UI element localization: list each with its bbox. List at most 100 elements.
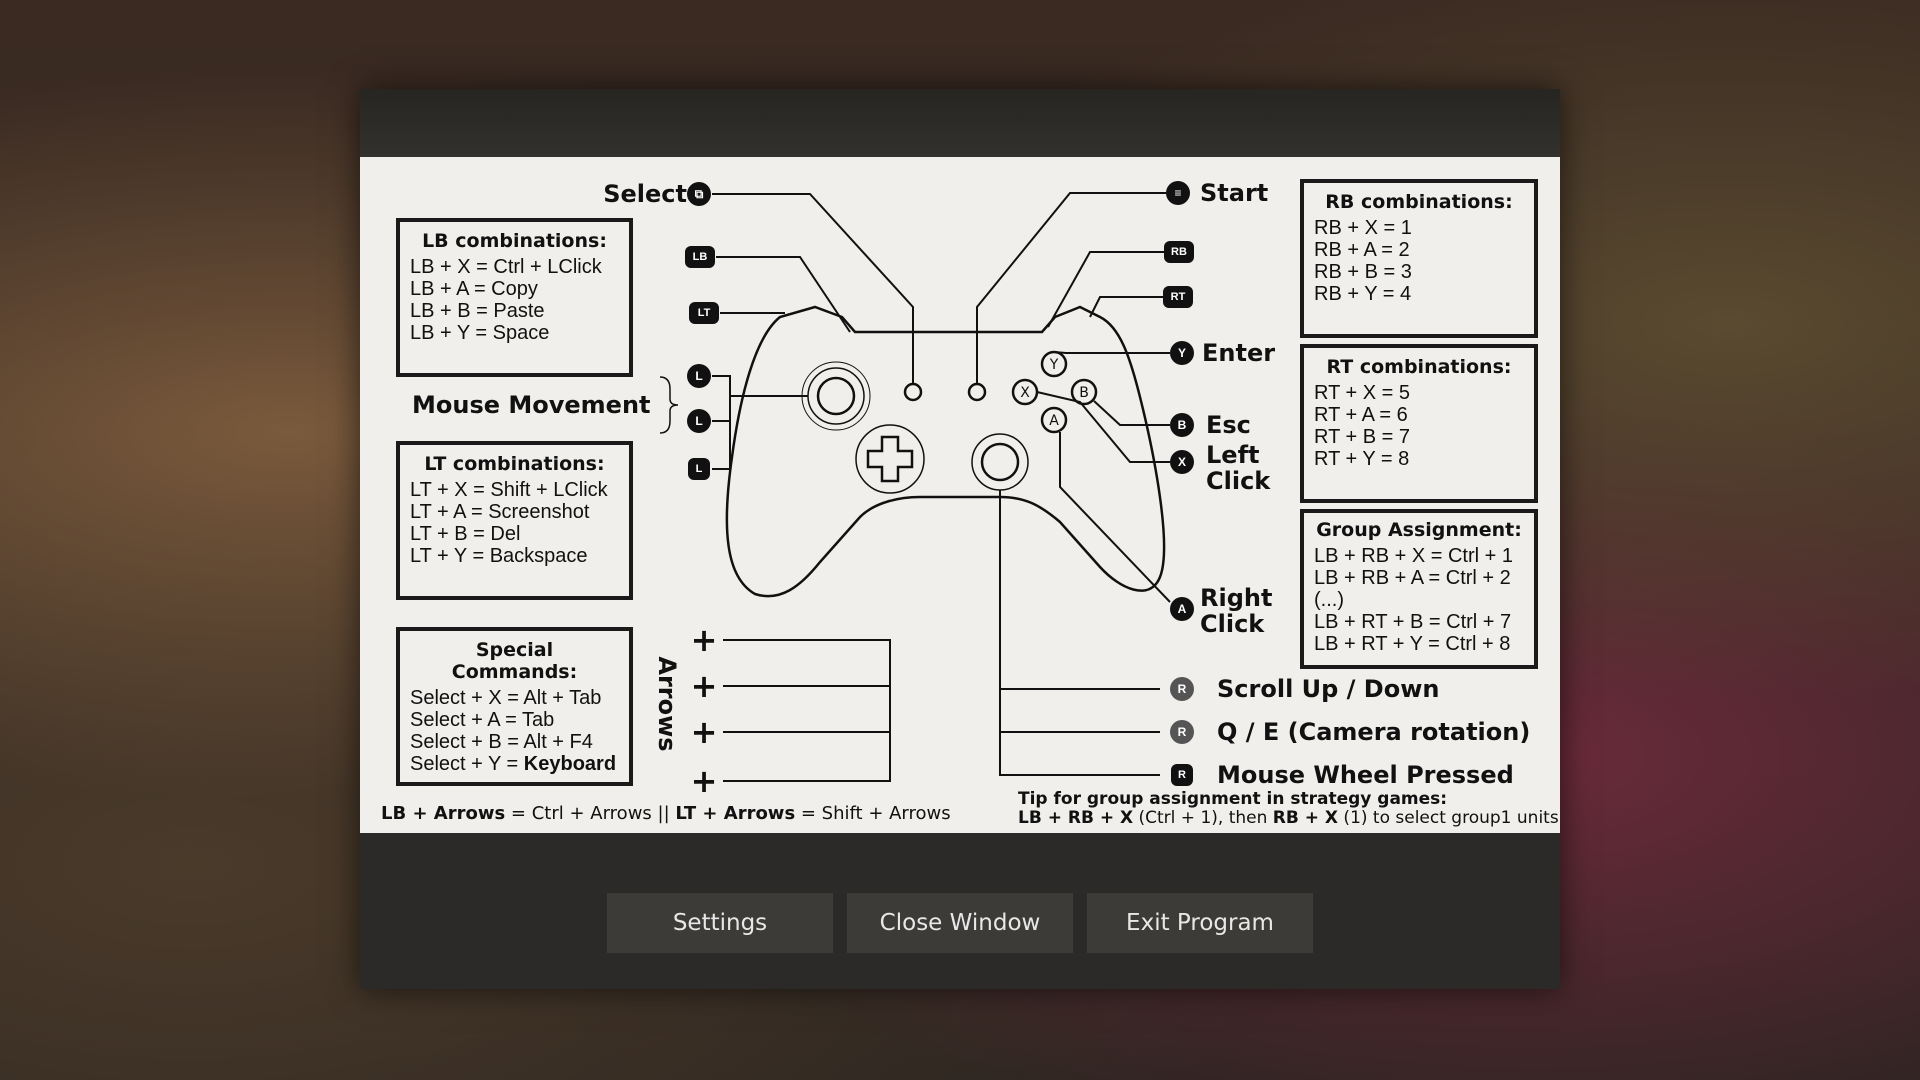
rb-line: RB + X = 1: [1314, 217, 1412, 239]
lb-line: LB + B = Paste: [410, 300, 545, 322]
lt-line: LT + A = Screenshot: [410, 501, 590, 523]
arrows-label: Arrows: [653, 656, 681, 752]
enter-label: Enter: [1202, 339, 1276, 367]
tip-title: Tip for group assignment in strategy gam…: [1018, 789, 1448, 809]
svg-text:+: +: [691, 762, 718, 800]
lb-line: LB + X = Ctrl + LClick: [410, 256, 602, 278]
b-button-icon: B: [1170, 413, 1194, 437]
lt-title: LT combinations:: [424, 453, 605, 475]
select-button: [903, 382, 923, 402]
rt-title: RT combinations:: [1326, 356, 1512, 378]
tip-a: LB + RB + X: [1018, 808, 1134, 828]
right-click-line: Right: [1200, 584, 1273, 612]
rb-line: RB + B = 3: [1314, 261, 1412, 283]
special-title: Special Commands:: [451, 639, 578, 683]
tip-d: (1) to select group1 units.: [1338, 808, 1560, 828]
group-tip: Tip for group assignment in strategy gam…: [1018, 790, 1560, 828]
lb-line: LB + Y = Space: [410, 322, 550, 344]
lt-icon: LT: [689, 302, 719, 324]
controller-diagram: Y X B A + + + +: [659, 192, 1171, 800]
rb-title: RB combinations:: [1325, 191, 1513, 213]
rb-combinations-box: RB combinations: RB + X = 1 RB + A = 2 R…: [1300, 179, 1538, 338]
svg-text:A: A: [1049, 413, 1059, 429]
svg-text:X: X: [1020, 385, 1030, 401]
lb-arrows-eq: = Ctrl + Arrows ||: [505, 803, 676, 824]
group-line: LB + RT + Y = Ctrl + 8: [1314, 633, 1511, 655]
left-stick: [816, 376, 856, 416]
mouse-wheel-label: Mouse Wheel Pressed: [1217, 761, 1514, 789]
lt-combinations-box: LT combinations: LT + X = Shift + LClick…: [396, 441, 633, 600]
group-assignment-box: Group Assignment: LB + RB + X = Ctrl + 1…: [1300, 509, 1538, 669]
special-line: Select + Y = Keyboard: [410, 753, 619, 775]
group-title: Group Assignment:: [1316, 519, 1522, 541]
special-line: Select + B = Alt + F4: [410, 731, 593, 753]
rb-icon: RB: [1164, 241, 1194, 263]
right-stick-vertical-icon: R: [1170, 677, 1194, 701]
mouse-movement-label: Mouse Movement: [412, 391, 651, 419]
right-stick: [980, 442, 1020, 482]
lb-combinations-box: LB combinations: LB + X = Ctrl + LClick …: [396, 218, 633, 377]
arrows-footer-note: LB + Arrows = Ctrl + Arrows || LT + Arro…: [381, 803, 951, 824]
special-line: Select + X = Alt + Tab: [410, 687, 602, 709]
rt-line: RT + Y = 8: [1314, 448, 1410, 470]
dialog-header: [360, 89, 1560, 157]
rt-icon: RT: [1163, 286, 1193, 308]
lt-line: LT + Y = Backspace: [410, 545, 588, 567]
rt-line: RT + X = 5: [1314, 382, 1410, 404]
scroll-label: Scroll Up / Down: [1217, 675, 1440, 703]
select-icon: ⧉: [687, 182, 711, 206]
dpad: [866, 435, 914, 483]
settings-button[interactable]: Settings: [607, 893, 833, 953]
select-label: Select: [603, 180, 687, 208]
esc-label: Esc: [1206, 411, 1251, 439]
group-line: LB + RB + A = Ctrl + 2: [1314, 567, 1511, 589]
start-menu-icon: ≡: [1166, 181, 1190, 205]
group-line: LB + RB + X = Ctrl + 1: [1314, 545, 1513, 567]
tip-b: (Ctrl + 1), then: [1133, 808, 1273, 828]
x-button-icon: X: [1170, 450, 1194, 474]
group-line: (...): [1314, 589, 1344, 611]
left-click-line: Click: [1206, 467, 1271, 495]
start-label: Start: [1200, 179, 1269, 207]
camera-label: Q / E (Camera rotation): [1217, 718, 1531, 746]
rt-line: RT + B = 7: [1314, 426, 1410, 448]
rt-line: RT + A = 6: [1314, 404, 1408, 426]
tip-body: LB + RB + X (Ctrl + 1), then RB + X (1) …: [1018, 809, 1560, 828]
lt-line: LT + B = Del: [410, 523, 521, 545]
lt-arrows: LT + Arrows: [675, 803, 796, 824]
special-keyboard: Keyboard: [523, 753, 617, 775]
left-stick-icon: L: [687, 364, 711, 388]
lb-arrows: LB + Arrows: [381, 803, 506, 824]
special-commands-box: Special Commands: Select + X = Alt + Tab…: [396, 627, 633, 786]
svg-text:+: +: [691, 621, 718, 659]
rb-line: RB + A = 2: [1314, 239, 1410, 261]
rt-combinations-box: RT combinations: RT + X = 5 RT + A = 6 R…: [1300, 344, 1538, 503]
lt-arrows-eq: = Shift + Arrows: [795, 803, 951, 824]
svg-text:B: B: [1079, 385, 1089, 401]
lb-title: LB combinations:: [422, 230, 607, 252]
group-line: LB + RT + B = Ctrl + 7: [1314, 611, 1512, 633]
special-line: Select + A = Tab: [410, 709, 555, 731]
left-stick-icon: L: [687, 409, 711, 433]
lb-icon: LB: [685, 246, 715, 268]
svg-text:Y: Y: [1049, 357, 1059, 373]
rb-line: RB + Y = 4: [1314, 283, 1412, 305]
close-window-button[interactable]: Close Window: [847, 893, 1073, 953]
special-prefix: Select + Y =: [410, 753, 524, 775]
y-button-icon: Y: [1170, 341, 1194, 365]
left-click-line: Left: [1206, 441, 1260, 469]
lb-line: LB + A = Copy: [410, 278, 538, 300]
right-stick-horizontal-icon: R: [1170, 720, 1194, 744]
svg-text:+: +: [691, 667, 718, 705]
exit-program-button[interactable]: Exit Program: [1087, 893, 1313, 953]
svg-text:+: +: [691, 713, 718, 751]
start-button: [967, 382, 987, 402]
tip-c: RB + X: [1272, 808, 1339, 828]
a-button-icon: A: [1170, 597, 1194, 621]
right-click-line: Click: [1200, 610, 1265, 638]
lt-line: LT + X = Shift + LClick: [410, 479, 608, 501]
